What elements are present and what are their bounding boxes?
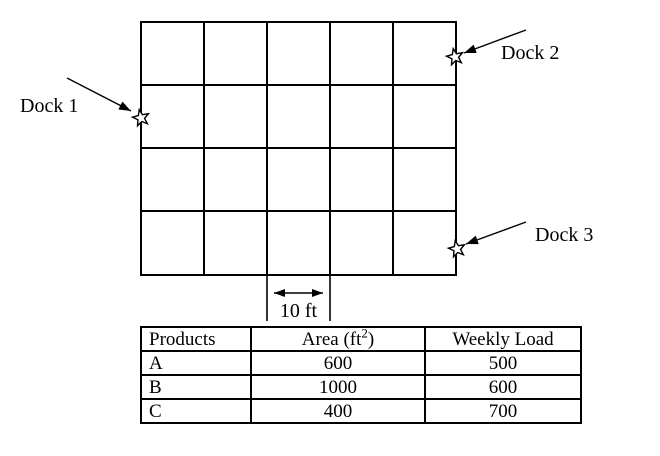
table-row: C 400 700 <box>140 398 582 424</box>
dock-2-leader-arrow <box>463 29 527 54</box>
header-area: Area (ft2) <box>250 326 426 352</box>
table-header-row: Products Area (ft2) Weekly Load <box>140 326 582 352</box>
table-row: A 600 500 <box>140 350 582 376</box>
cell-area: 1000 <box>250 374 426 400</box>
dock-2-star-icon <box>444 46 465 67</box>
cell-weekly-load: 600 <box>424 374 582 400</box>
storage-grid <box>140 21 457 276</box>
header-products: Products <box>140 326 252 352</box>
dock-3-leader-arrow <box>465 221 527 245</box>
cell-area: 400 <box>250 398 426 424</box>
dock-3-star-icon <box>446 238 467 259</box>
cell-product: B <box>140 374 252 400</box>
cell-weekly-load: 700 <box>424 398 582 424</box>
header-area-superscript: 2 <box>361 327 368 341</box>
cell-area: 600 <box>250 350 426 376</box>
dimension-indicator <box>266 276 331 321</box>
dock-2-label: Dock 2 <box>501 42 560 64</box>
dock-1-star-icon <box>130 107 151 128</box>
products-table: Products Area (ft2) Weekly Load A 600 50… <box>140 326 582 424</box>
header-weekly-load: Weekly Load <box>424 326 582 352</box>
dock-3-label: Dock 3 <box>535 224 594 246</box>
dock-1-leader-arrow <box>66 77 132 112</box>
header-area-close: ) <box>367 328 375 350</box>
cell-product: C <box>140 398 252 424</box>
cell-product: A <box>140 350 252 376</box>
cell-weekly-load: 500 <box>424 350 582 376</box>
dock-1-label: Dock 1 <box>20 95 79 117</box>
header-area-text: Area (ft <box>301 328 362 350</box>
dimension-label: 10 ft <box>279 300 318 322</box>
table-row: B 1000 600 <box>140 374 582 400</box>
